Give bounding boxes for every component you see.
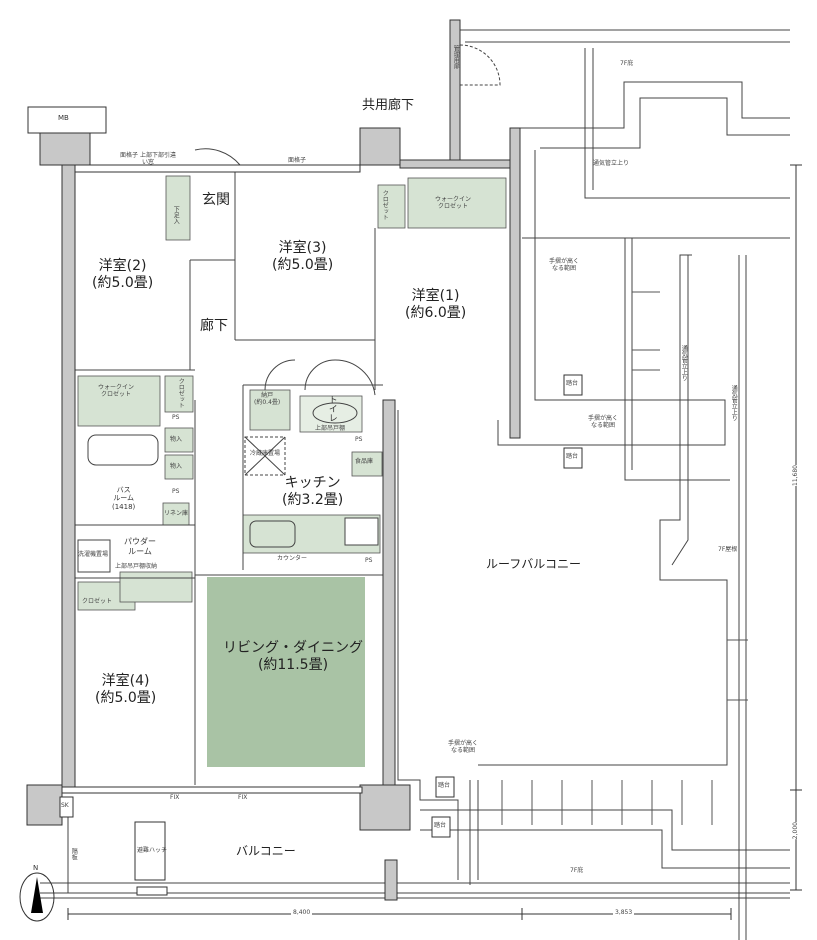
closet-room1: [377, 184, 406, 229]
storage-1-label: 物入: [170, 436, 183, 443]
washer-space: [77, 539, 111, 573]
toilet-bowl: [312, 402, 358, 424]
handrail-label: 手摺が高くなる範囲: [548, 258, 579, 273]
room-western-3: 洋室(3)(約5.0畳): [272, 240, 334, 273]
outer-wall-right: [509, 127, 521, 439]
room-bath: バス ルーム(1418): [112, 486, 136, 511]
walkin-closet-room1: [407, 177, 507, 229]
hatch-label: 避難ハッチ: [137, 847, 168, 854]
upper-cabinet-storage-label: 上部吊戸棚収納: [115, 563, 158, 570]
ps-label: PS: [172, 488, 180, 495]
dimension-depth-balcony: 2,000: [792, 822, 800, 840]
linen-label: リネン庫: [164, 510, 189, 517]
hallway-label: 廊下: [200, 318, 228, 334]
nando-label: 納戸(約0.4畳): [254, 392, 281, 407]
ps-label: PS: [355, 436, 363, 443]
fridge-label: 冷蔵庫置場: [250, 450, 281, 457]
toilet-label: トイレ: [326, 395, 337, 422]
dimension-depth-main: 11,680: [792, 465, 800, 486]
evacuation-hatch: [134, 821, 166, 881]
mb-box: [27, 106, 107, 134]
entrance-door-swing: [194, 148, 241, 166]
north-label: N: [33, 864, 39, 872]
closet-room2: [164, 375, 194, 413]
vent-label: 通気管立上り: [680, 345, 688, 381]
sink: [249, 520, 296, 548]
upper-cabinet-label: 上部吊戸棚: [315, 425, 346, 432]
walkin-closet-label: ウォークインクロゼット: [435, 196, 472, 211]
eave-label: 7F庇: [570, 867, 584, 874]
fix-label: FIX: [170, 794, 180, 801]
room-living-dining: リビング・ダイニング(約11.5畳): [223, 640, 363, 673]
closet-label: クロゼット: [381, 190, 389, 220]
roof-balcony-label: ルーフバルコニー: [486, 557, 582, 571]
vent-label: 通気管立上り: [593, 160, 630, 167]
room-powder: パウダー ルーム: [124, 537, 156, 556]
closet-room2-label: クロゼット: [177, 378, 185, 408]
step-label: 踏台: [566, 453, 579, 460]
vanity: [119, 571, 193, 603]
compass: [19, 872, 55, 922]
room-western-1: 洋室(1)(約6.0畳): [405, 288, 467, 321]
storage-1: [164, 427, 194, 453]
counter-label: カウンター: [277, 555, 308, 562]
living-dining-area: [207, 577, 365, 767]
handrail-label: 手摺が高くなる範囲: [587, 415, 618, 430]
storage-2-label: 物入: [170, 463, 183, 470]
toilet-room-fixtures: [299, 395, 363, 433]
ps-label: PS: [172, 414, 180, 421]
bathtub: [87, 434, 159, 466]
walkin-closet-left: [77, 375, 161, 427]
closet-room4-label: クロゼット: [82, 598, 113, 605]
balcony-label: バルコニー: [236, 844, 296, 858]
pantry-label: 食品庫: [355, 458, 374, 465]
room-western-4: 洋室(4)(約5.0畳): [95, 673, 157, 706]
nando: [249, 389, 291, 431]
dimension-width-main: 8,400: [291, 909, 313, 917]
management-door-label: 管理用扉: [452, 45, 460, 69]
sk-box: [59, 796, 74, 818]
sk-label: SK: [61, 802, 69, 809]
vent-label: 通気管立上り: [730, 385, 738, 421]
step-label: 踏台: [438, 782, 451, 789]
stove: [344, 517, 379, 546]
step-label: 踏台: [566, 380, 579, 387]
roof-label: 7F屋根: [718, 546, 738, 553]
fridge-space: [244, 436, 286, 476]
walkin-closet-left-label: ウォークインクロゼット: [98, 384, 135, 399]
north-arrow-icon: [31, 877, 43, 913]
room-western-2: 洋室(2)(約5.0畳): [92, 258, 154, 291]
washer-label: 洗濯機置場: [78, 551, 109, 558]
window-label: 面格子 上部下部引違い窓: [120, 152, 176, 167]
partition-label: 隔板: [70, 848, 78, 860]
mb-label: MB: [58, 114, 69, 122]
fix-label: FIX: [238, 794, 248, 801]
window-grille-label: 面格子: [288, 157, 307, 164]
handrail-label: 手摺が高くなる範囲: [447, 740, 478, 755]
pantry: [351, 451, 383, 477]
storage-2: [164, 454, 194, 480]
dimension-width-roof: 3,853: [613, 909, 635, 917]
shoe-cabinet-label: 下足入: [172, 206, 180, 224]
shoe-cabinet: [165, 175, 191, 241]
common-corridor-label: 共用廊下: [362, 98, 415, 113]
ps-label: PS: [365, 557, 373, 564]
step-label: 踏台: [434, 822, 447, 829]
entrance-label: 玄関: [202, 192, 230, 208]
room-kitchen: キッチン(約3.2畳): [282, 475, 344, 508]
eave-label: 7F庇: [620, 60, 634, 67]
outer-wall-left: [61, 164, 76, 791]
